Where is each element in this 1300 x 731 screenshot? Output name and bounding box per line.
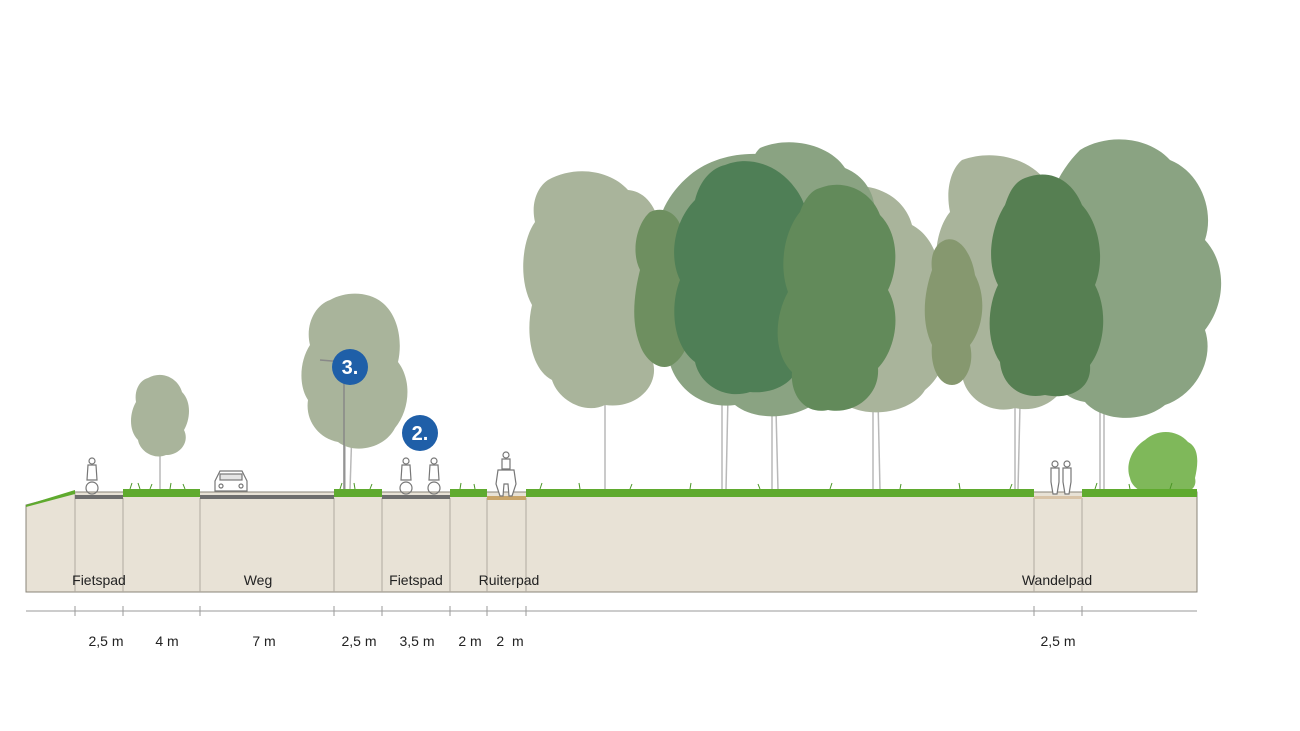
- badge-2-label: 2.: [412, 423, 429, 445]
- dim-weg: 7 m: [252, 633, 275, 649]
- dim-fietspad-right: 3,5 m: [399, 633, 434, 649]
- car-icon: [214, 470, 248, 492]
- tree-crown: [523, 171, 666, 409]
- dim-wandelpad: 2,5 m: [1040, 633, 1075, 649]
- grass: [26, 482, 1197, 507]
- dimension-labels: 2,5 m 4 m 7 m 2,5 m 3,5 m 2 m 2 m 2,5 m: [88, 633, 1075, 649]
- cyclist-icon: [399, 457, 413, 495]
- tree-crown: [777, 184, 896, 411]
- horse-rider-icon: [495, 451, 517, 497]
- label-weg: Weg: [244, 572, 273, 588]
- label-fietspad-left: Fietspad: [72, 572, 126, 588]
- roadside-trees: [131, 293, 408, 491]
- dim-fietspad-left: 2,5 m: [88, 633, 123, 649]
- tree-crown: [924, 239, 983, 385]
- wandelpad-surface: [1034, 496, 1082, 499]
- label-ruiterpad: Ruiterpad: [479, 572, 540, 588]
- badge-3-label: 3.: [342, 357, 359, 379]
- dim-berm-right: 2 m: [458, 633, 481, 649]
- badge-2: 2.: [402, 415, 438, 451]
- ground-section: [25, 491, 1198, 593]
- label-fietspad-right: Fietspad: [389, 572, 443, 588]
- segment-dividers: [74, 492, 1083, 592]
- tree-trunks: [604, 394, 1105, 491]
- shrub: [1128, 431, 1198, 496]
- fietspad-right-surface: [382, 495, 450, 499]
- tree-crown: [131, 374, 189, 457]
- fietspad-left-surface: [75, 495, 123, 499]
- dimension-line: [26, 606, 1197, 616]
- tree-crown: [989, 174, 1104, 397]
- dim-berm-left: 4 m: [155, 633, 178, 649]
- label-wandelpad: Wandelpad: [1022, 572, 1092, 588]
- section-labels: Fietspad Weg Fietspad Ruiterpad Wandelpa…: [72, 572, 1092, 588]
- ruiterpad-surface: [487, 496, 526, 500]
- cyclist-icon: [427, 457, 441, 495]
- badge-3: 3.: [332, 349, 368, 385]
- dim-ruiterpad: 2 m: [496, 633, 523, 649]
- walkers-icon: [1050, 460, 1072, 495]
- forest-trees: [523, 139, 1222, 491]
- weg-surface: [200, 495, 334, 499]
- dim-berm-mid: 2,5 m: [341, 633, 376, 649]
- cyclist-icon: [85, 457, 99, 495]
